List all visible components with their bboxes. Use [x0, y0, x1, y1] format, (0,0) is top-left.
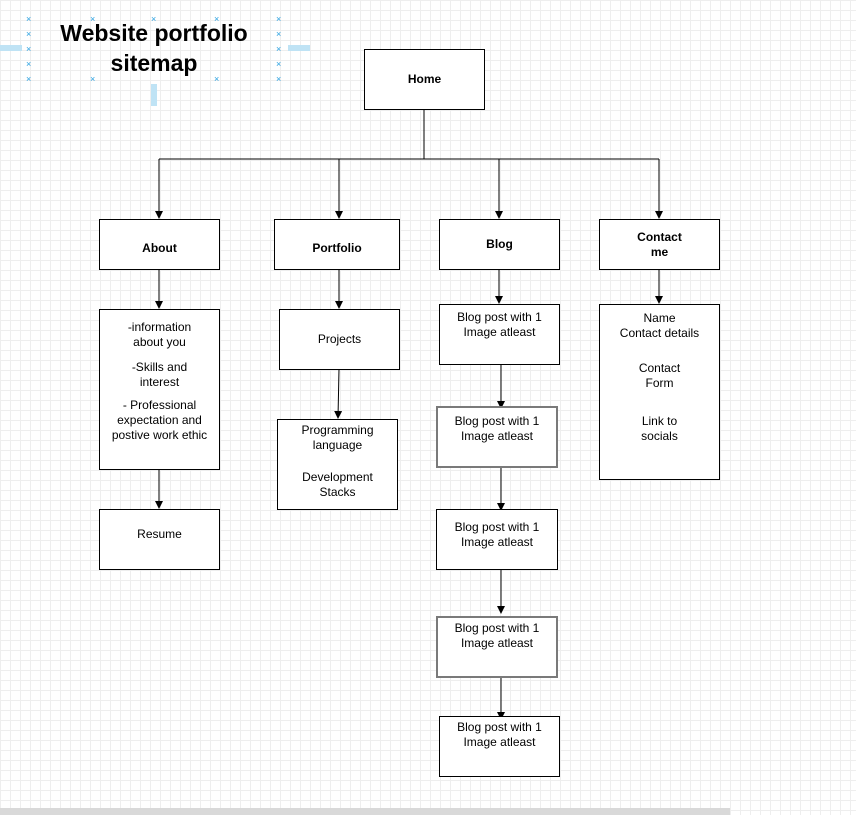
blog-post-text: Blog post with 1 — [454, 520, 540, 534]
blog-post-text: Blog post with 1 — [454, 621, 540, 635]
node-about[interactable]: About — [99, 219, 220, 270]
programming-text: Development — [302, 470, 373, 484]
contact-details-text: Name — [643, 311, 676, 325]
title-line: sitemap — [110, 50, 198, 76]
node-contact-me[interactable]: Contact me — [599, 219, 720, 270]
contact-details-text: Form — [645, 376, 674, 390]
node-blog-label: Blog — [486, 237, 513, 251]
programming-text: language — [312, 438, 363, 452]
selection-handle[interactable]: × — [276, 14, 282, 24]
node-home[interactable]: Home — [364, 49, 485, 110]
node-contact-label: Contact — [637, 229, 682, 244]
selection-arrow-right — [288, 45, 310, 51]
selection-handle[interactable]: × — [214, 14, 220, 24]
node-blog-post-5[interactable]: Blog post with 1 Image atleast — [439, 716, 560, 777]
blog-post-text: Image atleast — [463, 325, 536, 339]
node-projects-label: Projects — [317, 332, 362, 346]
blog-post-text: Image atleast — [460, 429, 534, 443]
selection-handle[interactable]: × — [26, 29, 32, 39]
title-line: Website portfolio — [60, 20, 248, 46]
about-info-text: expectation and — [117, 413, 202, 427]
selection-handle[interactable]: × — [26, 59, 32, 69]
blog-post-text: Blog post with 1 — [454, 414, 540, 428]
diagram-title[interactable]: Website portfolio sitemap — [48, 18, 260, 78]
blog-post-text: Blog post with 1 — [457, 720, 542, 734]
contact-details-text: Contact details — [619, 326, 700, 340]
node-blog-post-4[interactable]: Blog post with 1 Image atleast — [436, 616, 558, 678]
node-blog-post-3[interactable]: Blog post with 1 Image atleast — [436, 509, 558, 570]
blog-post-text: Image atleast — [463, 735, 536, 749]
about-info-text: -information — [127, 320, 192, 334]
node-resume[interactable]: Resume — [99, 509, 220, 570]
about-info-text: - Professional — [122, 398, 197, 412]
selection-handle[interactable]: × — [276, 59, 282, 69]
contact-details-text: socials — [641, 429, 678, 443]
selection-handle[interactable]: × — [26, 74, 32, 84]
selection-handle[interactable]: × — [90, 14, 96, 24]
about-info-text: -Skills and — [131, 360, 188, 374]
selection-handle[interactable]: × — [276, 44, 282, 54]
blog-post-text: Image atleast — [460, 535, 534, 549]
node-contact-details[interactable]: Name Contact details Contact Form Link t… — [599, 304, 720, 480]
about-info-text: about you — [133, 335, 186, 349]
selection-handle[interactable]: × — [26, 44, 32, 54]
selection-handle[interactable]: × — [90, 74, 96, 84]
node-about-label: About — [142, 241, 177, 255]
node-portfolio-label: Portfolio — [312, 241, 362, 255]
programming-text: Stacks — [319, 485, 356, 499]
blog-post-text: Image atleast — [460, 636, 534, 650]
selection-arrow-left — [0, 45, 22, 51]
contact-details-text: Link to — [641, 414, 678, 428]
node-contact-label: me — [650, 244, 669, 259]
about-info-text: interest — [139, 375, 180, 389]
node-blog-post-1[interactable]: Blog post with 1 Image atleast — [439, 304, 560, 365]
node-about-info[interactable]: -information about you -Skills and inter… — [99, 309, 220, 470]
selection-handle[interactable]: × — [276, 74, 282, 84]
contact-details-text: Contact — [638, 361, 681, 375]
selection-arrow-down — [151, 84, 157, 106]
node-portfolio[interactable]: Portfolio — [274, 219, 400, 270]
node-programming[interactable]: Programming language Development Stacks — [277, 419, 398, 510]
node-blog[interactable]: Blog — [439, 219, 560, 270]
node-blog-post-2[interactable]: Blog post with 1 Image atleast — [436, 406, 558, 468]
blog-post-text: Blog post with 1 — [457, 310, 542, 324]
node-projects[interactable]: Projects — [279, 309, 400, 370]
node-home-label: Home — [407, 72, 442, 86]
selection-handle[interactable]: × — [214, 74, 220, 84]
programming-text: Programming — [301, 423, 374, 437]
selection-handle[interactable]: × — [26, 14, 32, 24]
node-resume-label: Resume — [137, 527, 182, 541]
about-info-text: postive work ethic — [111, 428, 208, 442]
selection-handle[interactable]: × — [276, 29, 282, 39]
edge-projects-programming — [334, 368, 343, 419]
horizontal-scrollbar[interactable] — [0, 808, 730, 815]
selection-handle[interactable]: × — [151, 14, 157, 24]
